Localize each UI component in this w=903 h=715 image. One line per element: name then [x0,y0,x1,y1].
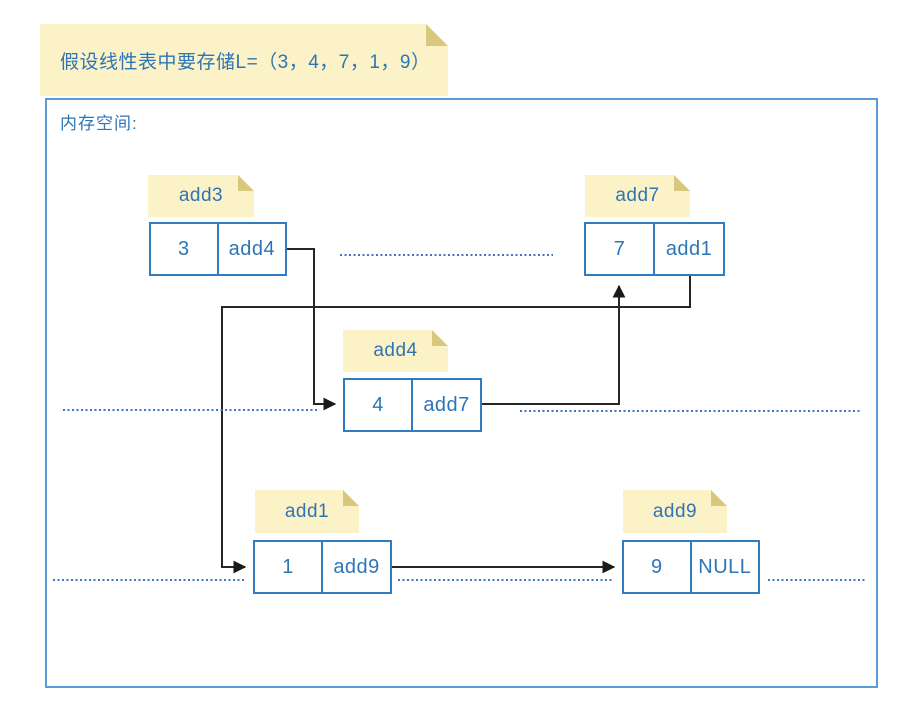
node-box-add1: 1 add9 [253,540,392,594]
sticky-note-add3: add3 [148,175,254,217]
node-pointer-cell: add4 [228,237,276,260]
node-value-cell: 3 [151,224,219,274]
node-pointer-cell: add9 [333,555,380,578]
assumption-text: 假设线性表中要存储L=（3，4，7，1，9） [60,51,431,73]
node-box-add7: 7 add1 [584,222,725,276]
sticky-note-add9: add9 [623,490,727,533]
assumption-sticky-note: 假设线性表中要存储L=（3，4，7，1，9） [40,24,448,96]
folded-corner-icon [711,490,727,506]
node-box-add3: 3 add4 [149,222,287,276]
node-address-label: add3 [178,185,224,206]
memory-space-label: 内存空间: [60,114,138,133]
sticky-note-add4: add4 [343,330,448,372]
node-address-label: add7 [615,185,660,206]
node-value-cell: 9 [624,542,692,592]
node-pointer-cell: add7 [423,393,470,416]
node-box-add4: 4 add7 [343,378,482,432]
node-address-label: add1 [284,500,330,522]
sticky-note-add1: add1 [255,490,359,533]
node-box-add9: 9 NULL [622,540,760,594]
sticky-note-add7: add7 [585,175,690,217]
node-pointer-cell: NULL [698,555,752,578]
folded-corner-icon [674,175,690,191]
node-value-cell: 4 [345,380,414,430]
folded-corner-icon [238,175,254,191]
folded-corner-icon [426,24,448,46]
node-value-cell: 1 [255,542,324,592]
node-pointer-cell: add1 [665,237,713,260]
node-address-label: add4 [373,340,418,361]
node-value-cell: 7 [586,224,656,274]
node-address-label: add9 [652,500,698,522]
